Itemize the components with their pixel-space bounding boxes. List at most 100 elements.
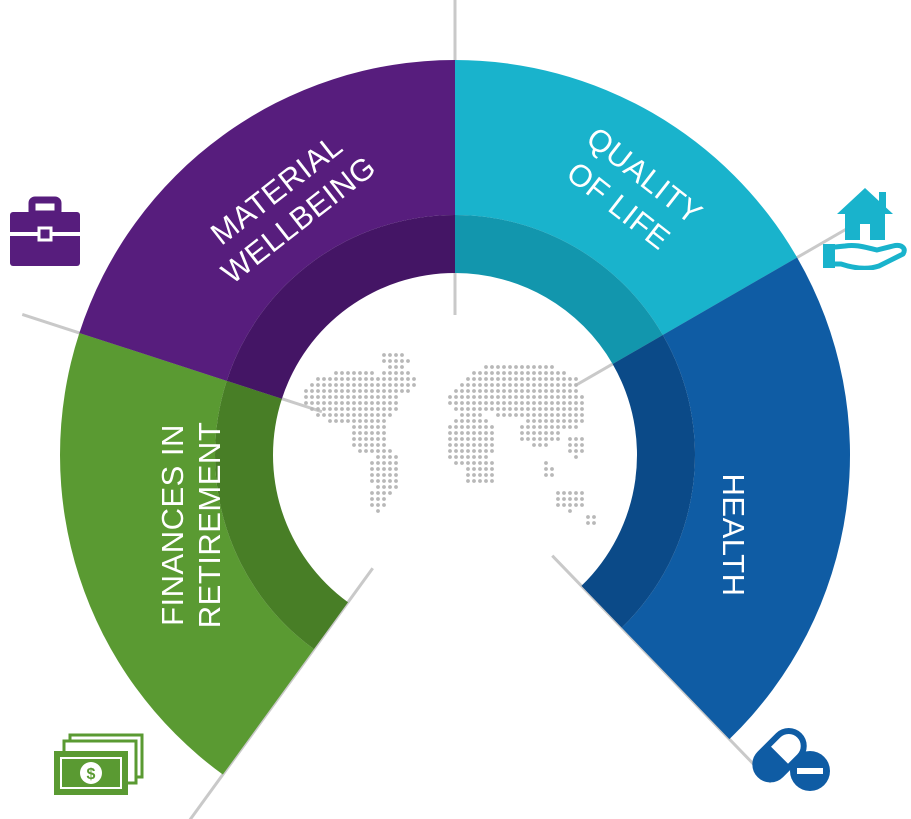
map-dot bbox=[310, 389, 314, 393]
map-dot bbox=[562, 395, 566, 399]
map-dot bbox=[388, 491, 392, 495]
map-dot bbox=[376, 461, 380, 465]
map-dot bbox=[526, 437, 530, 441]
map-dot bbox=[388, 461, 392, 465]
map-dot bbox=[538, 365, 542, 369]
map-dot bbox=[460, 419, 464, 423]
map-dot bbox=[556, 407, 560, 411]
map-dot bbox=[538, 443, 542, 447]
map-dot bbox=[550, 389, 554, 393]
map-dot bbox=[478, 473, 482, 477]
map-dot bbox=[376, 395, 380, 399]
map-dot bbox=[508, 395, 512, 399]
map-dot bbox=[382, 473, 386, 477]
map-dot bbox=[400, 383, 404, 387]
map-dot bbox=[478, 383, 482, 387]
map-dot bbox=[586, 521, 590, 525]
map-dot bbox=[370, 413, 374, 417]
map-dot bbox=[526, 389, 530, 393]
map-dot bbox=[556, 383, 560, 387]
map-dot bbox=[346, 371, 350, 375]
map-dot bbox=[352, 389, 356, 393]
map-dot bbox=[322, 407, 326, 411]
map-dot bbox=[334, 383, 338, 387]
map-dot bbox=[550, 473, 554, 477]
map-dot bbox=[454, 455, 458, 459]
map-dot bbox=[472, 467, 476, 471]
map-dot bbox=[394, 353, 398, 357]
map-dot bbox=[406, 383, 410, 387]
map-dot bbox=[532, 365, 536, 369]
map-dot bbox=[454, 419, 458, 423]
map-dot bbox=[562, 491, 566, 495]
map-dot bbox=[412, 383, 416, 387]
map-dot bbox=[514, 383, 518, 387]
map-dot bbox=[520, 395, 524, 399]
map-dot bbox=[472, 443, 476, 447]
map-dot bbox=[568, 449, 572, 453]
map-dot bbox=[484, 449, 488, 453]
map-dot bbox=[466, 425, 470, 429]
map-dot bbox=[454, 437, 458, 441]
map-dot bbox=[544, 431, 548, 435]
map-dot bbox=[532, 443, 536, 447]
map-dot bbox=[574, 395, 578, 399]
map-dot bbox=[406, 389, 410, 393]
map-dot bbox=[376, 425, 380, 429]
map-dot bbox=[532, 407, 536, 411]
map-dot bbox=[556, 413, 560, 417]
map-dot bbox=[358, 389, 362, 393]
map-dot bbox=[370, 431, 374, 435]
map-dot bbox=[520, 401, 524, 405]
map-dot bbox=[364, 431, 368, 435]
map-dot bbox=[544, 425, 548, 429]
map-dot bbox=[574, 443, 578, 447]
map-dot bbox=[502, 401, 506, 405]
map-dot bbox=[340, 419, 344, 423]
map-dot bbox=[460, 455, 464, 459]
map-dot bbox=[406, 371, 410, 375]
map-dot bbox=[364, 437, 368, 441]
map-dot bbox=[406, 359, 410, 363]
map-dot bbox=[544, 401, 548, 405]
map-dot bbox=[544, 407, 548, 411]
map-dot bbox=[574, 377, 578, 381]
map-dot bbox=[568, 509, 572, 513]
map-dot bbox=[352, 425, 356, 429]
map-dot bbox=[466, 473, 470, 477]
map-dot bbox=[574, 425, 578, 429]
map-dot bbox=[394, 377, 398, 381]
map-dot bbox=[412, 377, 416, 381]
map-dot bbox=[340, 383, 344, 387]
map-dot bbox=[568, 503, 572, 507]
map-dot bbox=[376, 413, 380, 417]
map-dot bbox=[568, 413, 572, 417]
map-dot bbox=[484, 473, 488, 477]
map-dot bbox=[346, 401, 350, 405]
map-dot bbox=[532, 389, 536, 393]
map-dot bbox=[466, 383, 470, 387]
map-dot bbox=[544, 413, 548, 417]
map-dot bbox=[352, 431, 356, 435]
map-dot bbox=[370, 437, 374, 441]
map-dot bbox=[550, 431, 554, 435]
briefcase-icon bbox=[10, 196, 80, 266]
map-dot bbox=[388, 359, 392, 363]
map-dot bbox=[484, 389, 488, 393]
map-dot bbox=[532, 395, 536, 399]
map-dot bbox=[580, 491, 584, 495]
map-dot bbox=[544, 377, 548, 381]
map-dot bbox=[370, 395, 374, 399]
map-dot bbox=[556, 401, 560, 405]
map-dot bbox=[382, 425, 386, 429]
segment-health bbox=[621, 257, 850, 740]
map-dot bbox=[544, 383, 548, 387]
map-dot bbox=[490, 437, 494, 441]
map-dot bbox=[580, 419, 584, 423]
map-dot bbox=[454, 401, 458, 405]
map-dot bbox=[334, 407, 338, 411]
map-dot bbox=[514, 377, 518, 381]
map-dot bbox=[568, 407, 572, 411]
map-dot bbox=[484, 479, 488, 483]
map-dot bbox=[568, 395, 572, 399]
